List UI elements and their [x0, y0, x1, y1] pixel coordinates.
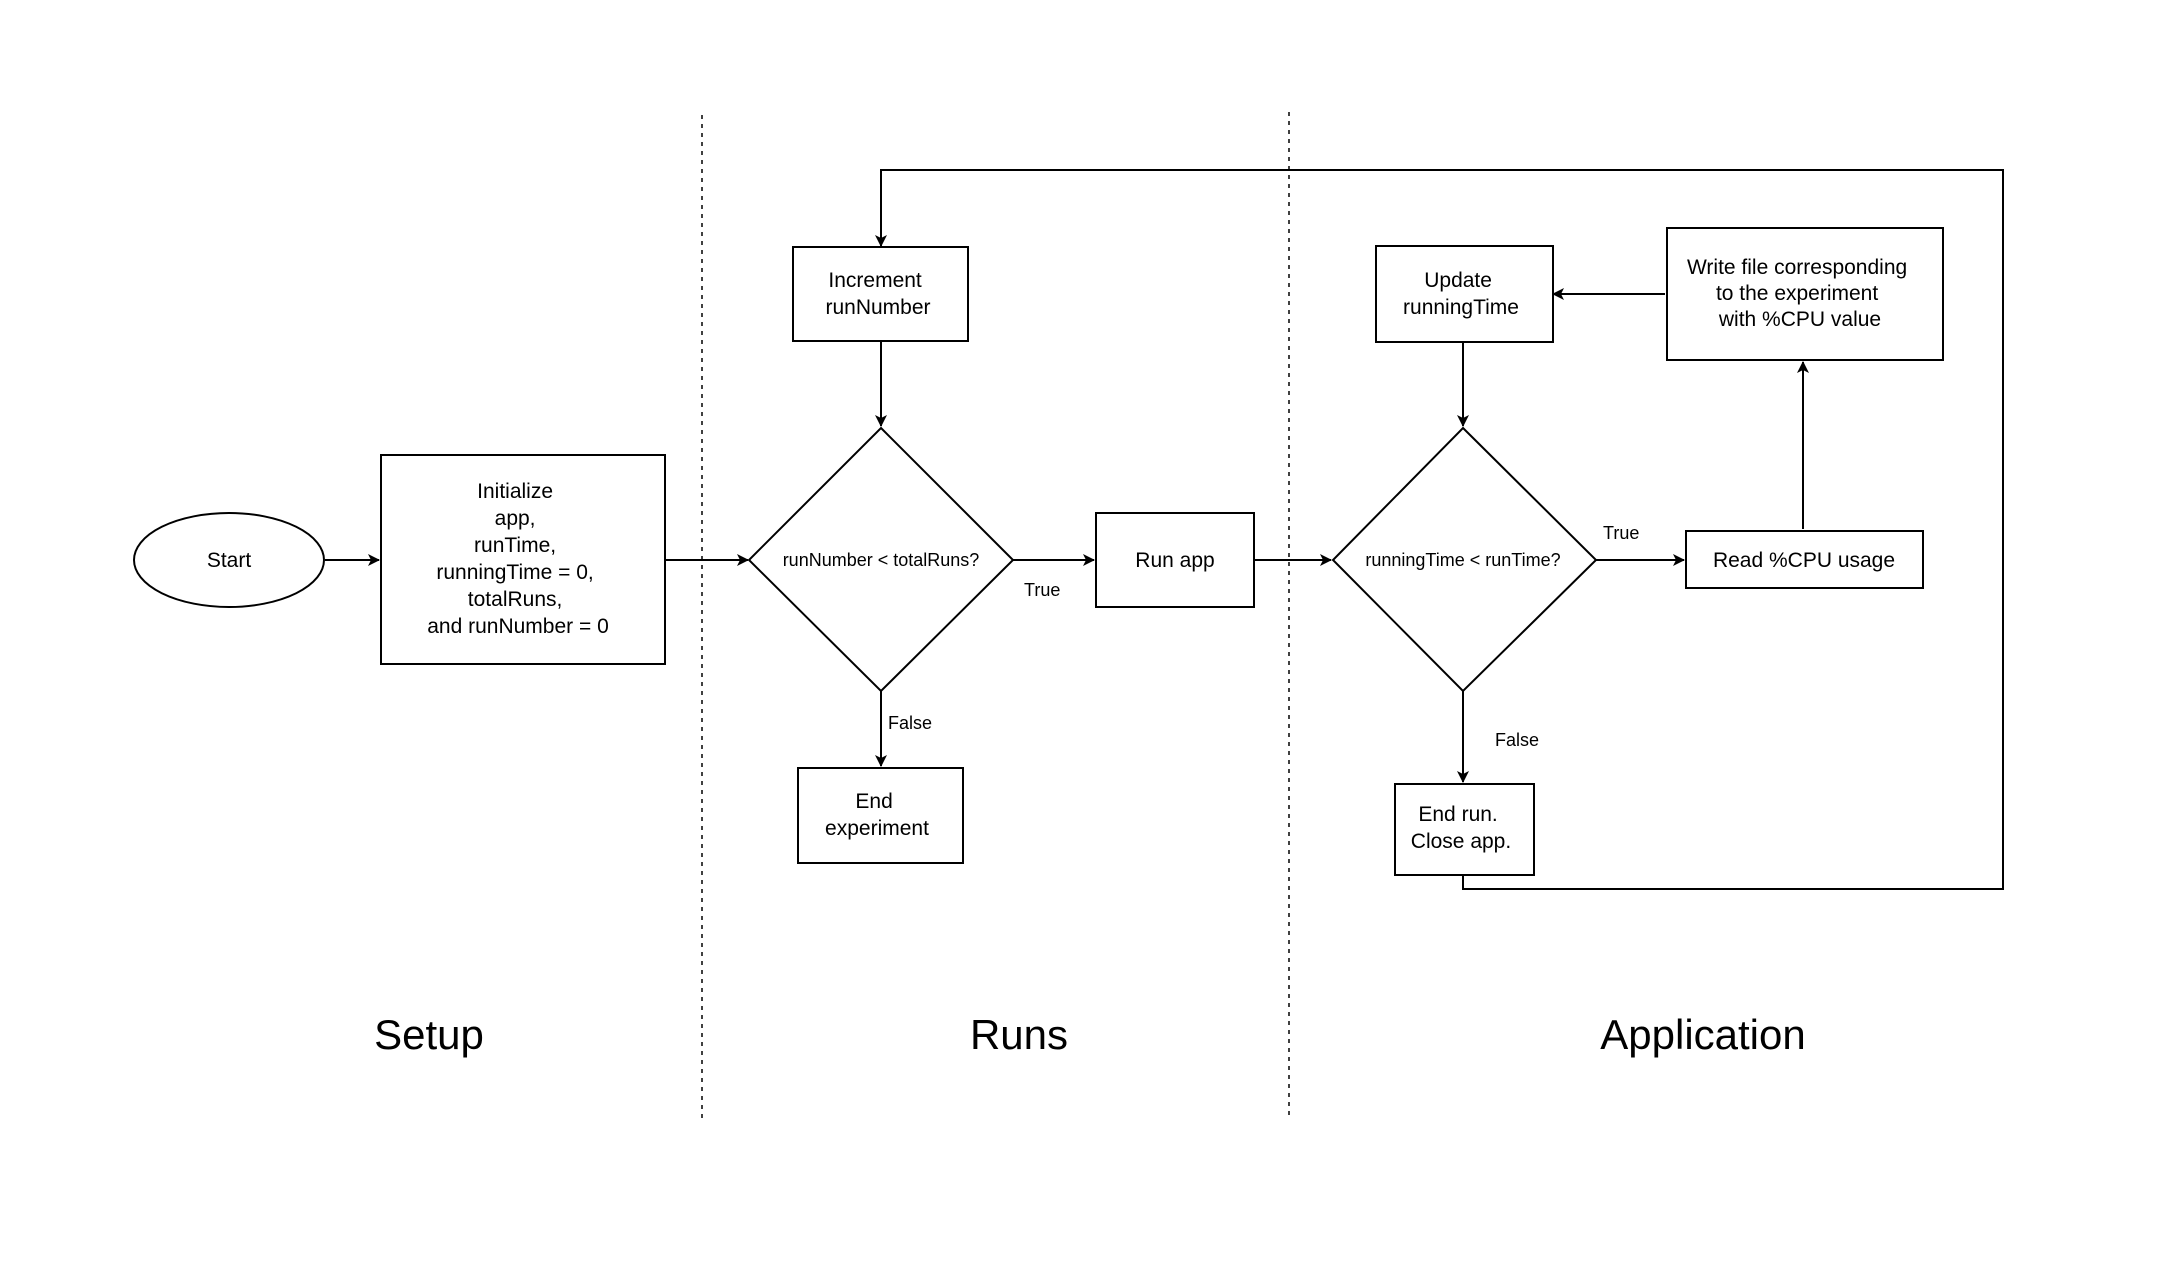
- app-decision-node: runningTime < runTime?: [1331, 426, 1598, 693]
- runs-decision-label: runNumber < totalRuns?: [783, 550, 980, 570]
- runs-decision-node: runNumber < totalRuns?: [747, 426, 1015, 693]
- start-label: Start: [207, 549, 252, 572]
- runs-true-label: True: [1024, 580, 1060, 600]
- run-app-label: Run app: [1135, 549, 1214, 572]
- app-decision-label: runningTime < runTime?: [1365, 550, 1560, 570]
- write-file-label: Write file corresponding to the experime…: [1687, 256, 1913, 331]
- end-experiment-label: End experiment: [825, 790, 929, 840]
- section-title-application: Application: [1600, 1011, 1805, 1058]
- initialize-node: Initialize app, runTime, runningTime = 0…: [380, 454, 666, 665]
- update-running-time-label: Update runningTime: [1403, 269, 1519, 319]
- section-title-setup: Setup: [374, 1011, 484, 1058]
- end-experiment-node: End experiment: [797, 767, 964, 864]
- start-node: Start: [133, 512, 325, 608]
- app-false-label: False: [1495, 730, 1539, 750]
- update-running-time-node: Update runningTime: [1375, 245, 1554, 343]
- app-true-label: True: [1603, 523, 1639, 543]
- edge-end-run-loop-increment: [875, 169, 2004, 890]
- increment-label: Increment runNumber: [825, 269, 930, 319]
- run-app-node: Run app: [1095, 512, 1255, 608]
- read-cpu-node: Read %CPU usage: [1685, 530, 1924, 589]
- runs-false-label: False: [888, 713, 932, 733]
- read-cpu-label: Read %CPU usage: [1713, 549, 1895, 572]
- section-title-runs: Runs: [970, 1011, 1068, 1058]
- end-run-label: End run. Close app.: [1411, 803, 1511, 853]
- write-file-node: Write file corresponding to the experime…: [1666, 227, 1944, 361]
- end-run-node: End run. Close app.: [1394, 783, 1535, 876]
- increment-node: Increment runNumber: [792, 246, 969, 342]
- initialize-label: Initialize app, runTime, runningTime = 0…: [427, 480, 609, 638]
